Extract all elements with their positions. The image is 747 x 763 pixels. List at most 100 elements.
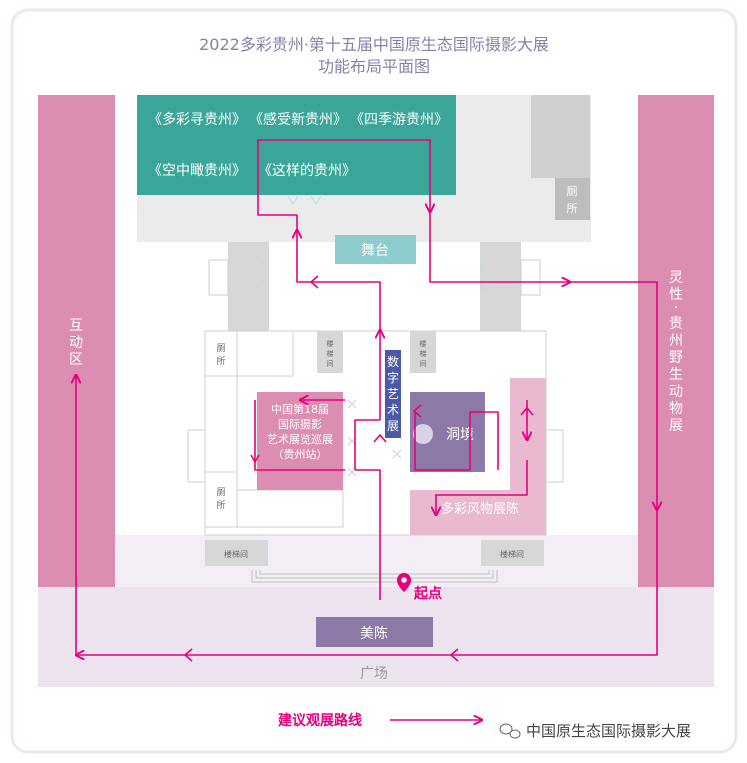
- wildlife-char8: 动: [669, 384, 683, 400]
- interactive-zone-char3: 区: [69, 352, 83, 368]
- wildlife-char3: ·: [674, 300, 678, 316]
- wildlife-char5: 州: [669, 333, 683, 349]
- china-18th-line4: （贵州站）: [273, 447, 328, 461]
- wildlife-char4: 贵: [669, 316, 683, 332]
- title-line2: 功能布局平面图: [318, 57, 430, 76]
- stage-block: [335, 235, 416, 264]
- wechat-bubble-2: [509, 729, 521, 739]
- toilet-top-right: [555, 178, 590, 220]
- chevron-3: [449, 648, 459, 662]
- stairwell-lower-left: [205, 540, 268, 566]
- entrance-steps: [251, 570, 498, 583]
- window-left: [208, 259, 229, 296]
- route-chevrons: [183, 275, 534, 662]
- room-left-mid: [204, 375, 238, 473]
- toilet-left-top-char2: 所: [216, 356, 225, 367]
- stairwell-upper-left-char2: 梯: [327, 349, 334, 358]
- stairwell-lower-right-label: 楼梯间: [500, 549, 524, 559]
- start-pin-dot: [401, 577, 407, 583]
- legend-label: 建议观展路线: [278, 712, 362, 729]
- toilet-left-top: [204, 330, 238, 377]
- start-label: 起点: [413, 585, 442, 602]
- title-line1: 2022多彩贵州·第十五届中国原生态国际摄影大展: [199, 35, 549, 54]
- china-18th-line3: 艺术展览巡展: [267, 432, 333, 446]
- stairwell-upper-right-char2: 梯: [420, 349, 427, 358]
- wildlife-char7: 生: [669, 367, 683, 383]
- room-left-bottom: [236, 489, 344, 528]
- digital-art-char5: 展: [387, 419, 399, 433]
- connector-right: [480, 242, 521, 331]
- cave-circle: [413, 424, 433, 444]
- route-seg-4: [297, 230, 381, 330]
- wildlife-char2: 性: [669, 287, 683, 303]
- stairwell-upper-right: [410, 331, 436, 373]
- stairwell-upper-left-char3: 间: [327, 360, 334, 368]
- wechat-bubble-1: [499, 723, 513, 735]
- plaza-upper-band: [38, 535, 714, 587]
- meichen-label: 美陈: [360, 625, 388, 642]
- route-seg-6: [429, 212, 570, 282]
- grey-room-top-right: [531, 95, 590, 178]
- window-lower-left: [187, 429, 206, 483]
- chevron-6: [520, 406, 534, 416]
- route-seg-8: [76, 510, 658, 655]
- toilet-left-bottom: [204, 471, 238, 528]
- wildlife-zone: [638, 95, 714, 587]
- route-seg-5: [257, 139, 430, 230]
- route-inner-e: [435, 460, 528, 496]
- interactive-zone-char1: 互: [69, 318, 83, 334]
- china-18th-line1: 中国第18届: [271, 402, 329, 416]
- exhibit-title-3: 《四季游贵州》: [350, 112, 448, 128]
- customs-label: 多彩风物展陈: [441, 501, 519, 517]
- exhibit-title-4: 《空中瞰贵州》: [148, 163, 246, 179]
- stairwell-upper-right-char1: 楼: [420, 339, 427, 348]
- china-18th-exhibit: [257, 392, 343, 490]
- chevron-7: [412, 404, 422, 418]
- route-inner-c: [414, 411, 499, 471]
- wildlife-char10: 展: [669, 418, 683, 434]
- china-18th-line2: 国际摄影: [278, 417, 322, 431]
- wildlife-char6: 野: [669, 350, 683, 366]
- stage-label: 舞台: [361, 243, 389, 259]
- green-exhibit-area: [137, 95, 456, 195]
- meichen-block: [316, 617, 433, 647]
- wechat-icon: [499, 723, 521, 739]
- digital-art-char3: 艺: [387, 387, 399, 401]
- chevron-1: [309, 275, 319, 289]
- wildlife-char1: 灵: [669, 270, 683, 286]
- wildlife-zone-label: 灵 性 · 贵 州 野 生 动 物 展: [669, 270, 683, 434]
- chevron-5: [373, 433, 387, 443]
- toilet-top-right-char2: 所: [567, 202, 578, 215]
- suggested-route: [76, 139, 658, 655]
- stairwell-upper-right-char3: 间: [420, 360, 427, 368]
- stairwell-lower-left-label: 楼梯间: [224, 549, 248, 559]
- route-seg-7: [570, 281, 657, 510]
- digital-art-exhibit: [385, 350, 401, 438]
- route-seg-1: [355, 469, 381, 600]
- stairwell-upper-left-char1: 楼: [327, 339, 334, 348]
- route-inner-a: [254, 400, 345, 471]
- room-left-top: [236, 330, 294, 377]
- door-mark-top: [287, 195, 322, 205]
- toilet-left-bottom-char2: 所: [216, 500, 225, 511]
- digital-art-char2: 字: [387, 370, 399, 385]
- wildlife-char9: 物: [669, 401, 683, 417]
- watermark-text: 中国原生态国际摄影大展: [526, 722, 691, 740]
- cave-label: 洞境: [446, 427, 474, 443]
- chevron-4: [250, 454, 260, 464]
- connector-left: [228, 242, 269, 331]
- stairwell-upper-left: [317, 331, 343, 373]
- plaza-label: 广场: [360, 666, 388, 682]
- digital-art-char1: 数: [387, 354, 399, 369]
- route-seg-2: [354, 419, 380, 470]
- stairwell-lower-right: [481, 540, 544, 566]
- interactive-zone-char2: 动: [69, 335, 83, 351]
- exhibit-title-1: 《多彩寻贵州》: [148, 111, 246, 128]
- toilet-top-right-char1: 厕: [567, 185, 578, 198]
- exhibit-title-5: 《这样的贵州》: [258, 162, 356, 179]
- toilet-left-top-char1: 厕: [216, 343, 225, 354]
- chevron-2: [183, 648, 193, 662]
- start-pin: [397, 573, 411, 592]
